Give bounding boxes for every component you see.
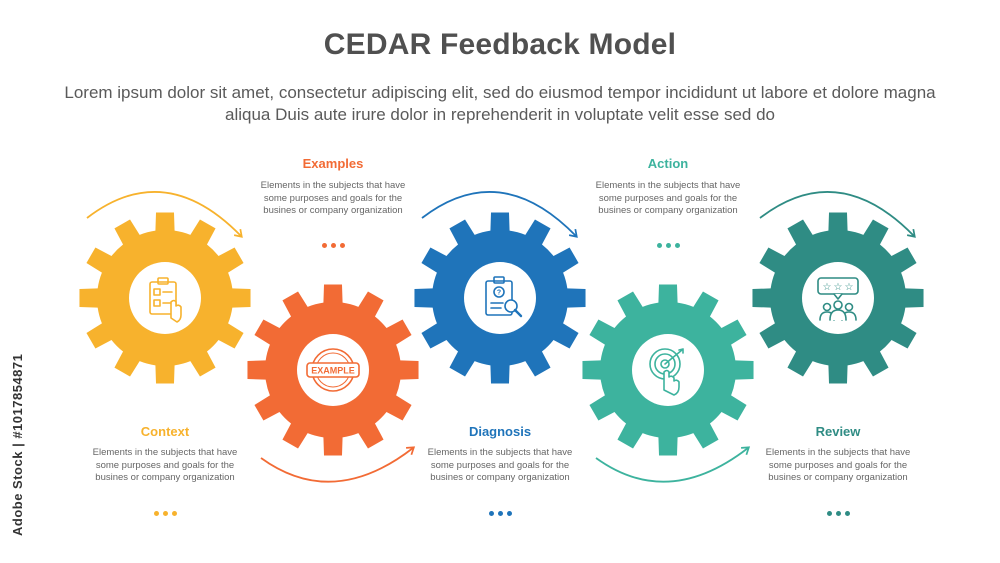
curved-arrow-icon [260,446,416,483]
more-dots-icon [480,511,520,516]
gear-action [582,284,754,456]
target-hand-icon [649,348,684,396]
page-title: CEDAR Feedback Model [323,28,677,61]
example-stamp-text: EXAMPLE [311,366,355,376]
watermark-text: Adobe Stock | #1017854871 [10,353,25,537]
step-description-diagnosis: Elements in the subjects that have some … [427,447,573,483]
step-label-context: Context [140,424,190,439]
page-subtitle: Lorem ipsum dolor sit amet, consectetur … [64,83,936,124]
curved-arrow-icon [759,191,916,238]
svg-text:☆: ☆ [834,282,843,293]
step-label-examples: Examples [302,156,364,171]
example-stamp-icon: EXAMPLE [306,348,360,392]
gear-examples: EXAMPLE [247,284,419,456]
step-description-review: Elements in the subjects that have some … [765,447,911,483]
step-description-examples: Elements in the subjects that have some … [260,180,406,216]
step-label-review: Review [815,424,861,439]
gear-context [79,212,251,384]
step-description-action: Elements in the subjects that have some … [595,180,741,216]
step-label-diagnosis: Diagnosis [468,424,532,439]
curved-arrow-icon [421,191,578,238]
gear-inner-circle [129,262,201,334]
gear-review: ☆☆☆ [752,212,924,384]
clipboard-hand-icon [149,277,182,323]
gear-inner-circle [464,262,536,334]
more-dots-icon [648,243,688,248]
clipboard-magnifier-icon: ? [485,276,523,318]
svg-text:☆: ☆ [845,282,854,293]
curved-arrow-icon [86,191,243,238]
gear-diagnosis: ? [414,212,586,384]
more-dots-icon [818,511,858,516]
more-dots-icon [145,511,185,516]
rating-people-icon: ☆☆☆ [817,277,859,321]
curved-arrow-icon [595,446,751,483]
more-dots-icon [313,243,353,248]
svg-text:☆: ☆ [823,282,832,293]
step-description-context: Elements in the subjects that have some … [92,447,238,483]
svg-text:?: ? [497,290,501,297]
step-label-action: Action [647,156,689,171]
